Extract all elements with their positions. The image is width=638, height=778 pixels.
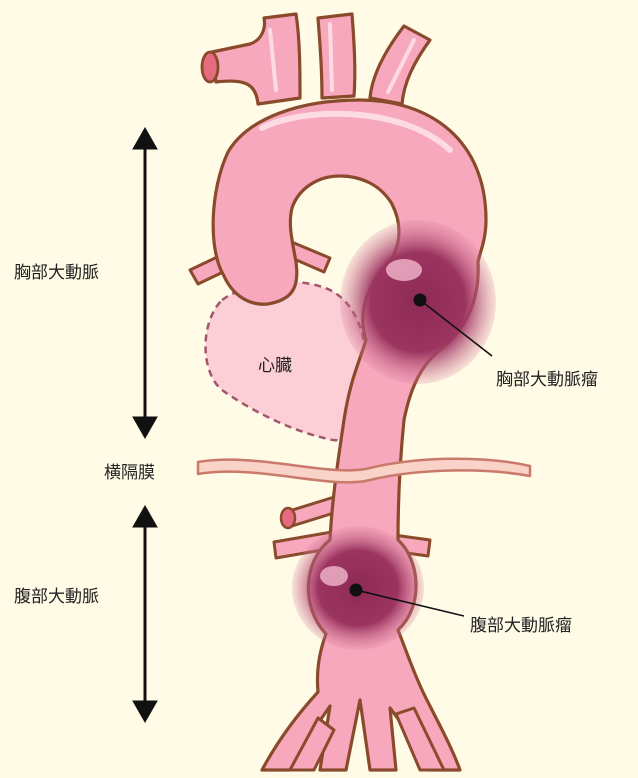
label-diaphragm: 横隔膜 — [104, 463, 155, 483]
label-abdominal-aneurysm: 腹部大動脈瘤 — [470, 616, 572, 636]
label-thoracic-aneurysm: 胸部大動脈瘤 — [496, 370, 598, 390]
abdominal-aneurysm-shine — [320, 566, 348, 586]
thoracic-aneurysm-dot — [414, 294, 427, 307]
thoracic-range-arrow — [133, 128, 157, 438]
label-abdominal-aorta: 腹部大動脈 — [14, 587, 99, 607]
subclavian-opening — [202, 52, 218, 82]
thoracic-aneurysm-shine — [386, 259, 422, 281]
abdominal-range-arrow — [133, 506, 157, 722]
celiac-opening — [281, 508, 295, 528]
arch-branches — [212, 14, 430, 104]
label-thoracic-aorta: 胸部大動脈 — [14, 263, 99, 283]
abdominal-aneurysm-dot — [350, 584, 363, 597]
aorta-body — [213, 100, 486, 770]
label-heart: 心臓 — [258, 356, 292, 376]
